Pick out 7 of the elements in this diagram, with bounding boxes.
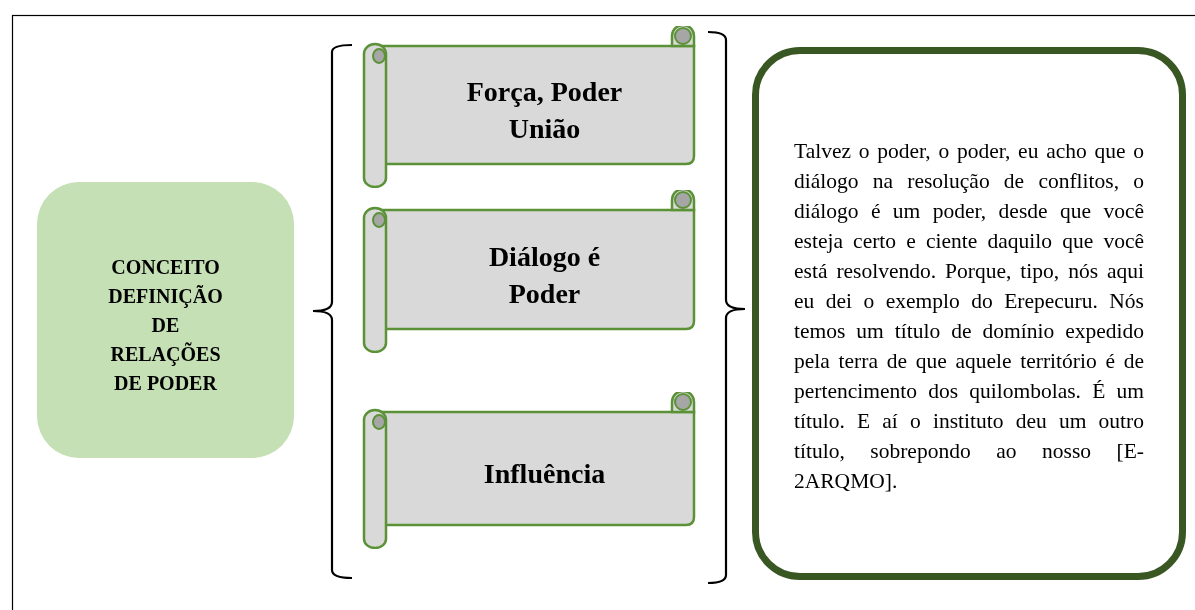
quote-box: [752, 47, 1186, 580]
node-label: CONCEITO DEFINIÇÃO DE RELAÇÕES DE PODER: [107, 254, 224, 396]
node-label: Força, Poder União: [465, 75, 624, 146]
node-label: Influência: [482, 457, 607, 491]
node-label: Diálogo é Poder: [487, 239, 602, 311]
concept-box: [37, 182, 294, 458]
quote-text: Talvez o poder, o poder, eu acho que o diálogo na resolução de conflitos, o diálogo é um poder, desde que você esteja certo e ciente daquilo que você está resolvendo. Porque, tipo, nós aqui eu dei o exemplo do Erepecuru. Nós temos um título de domínio expedido pela terra de que aquele território é de pertencimento dos quilombolas. É um título. E aí o instituto deu um outro título, sobrepondo ao nosso [E-2ARQMO].: [794, 137, 1144, 495]
